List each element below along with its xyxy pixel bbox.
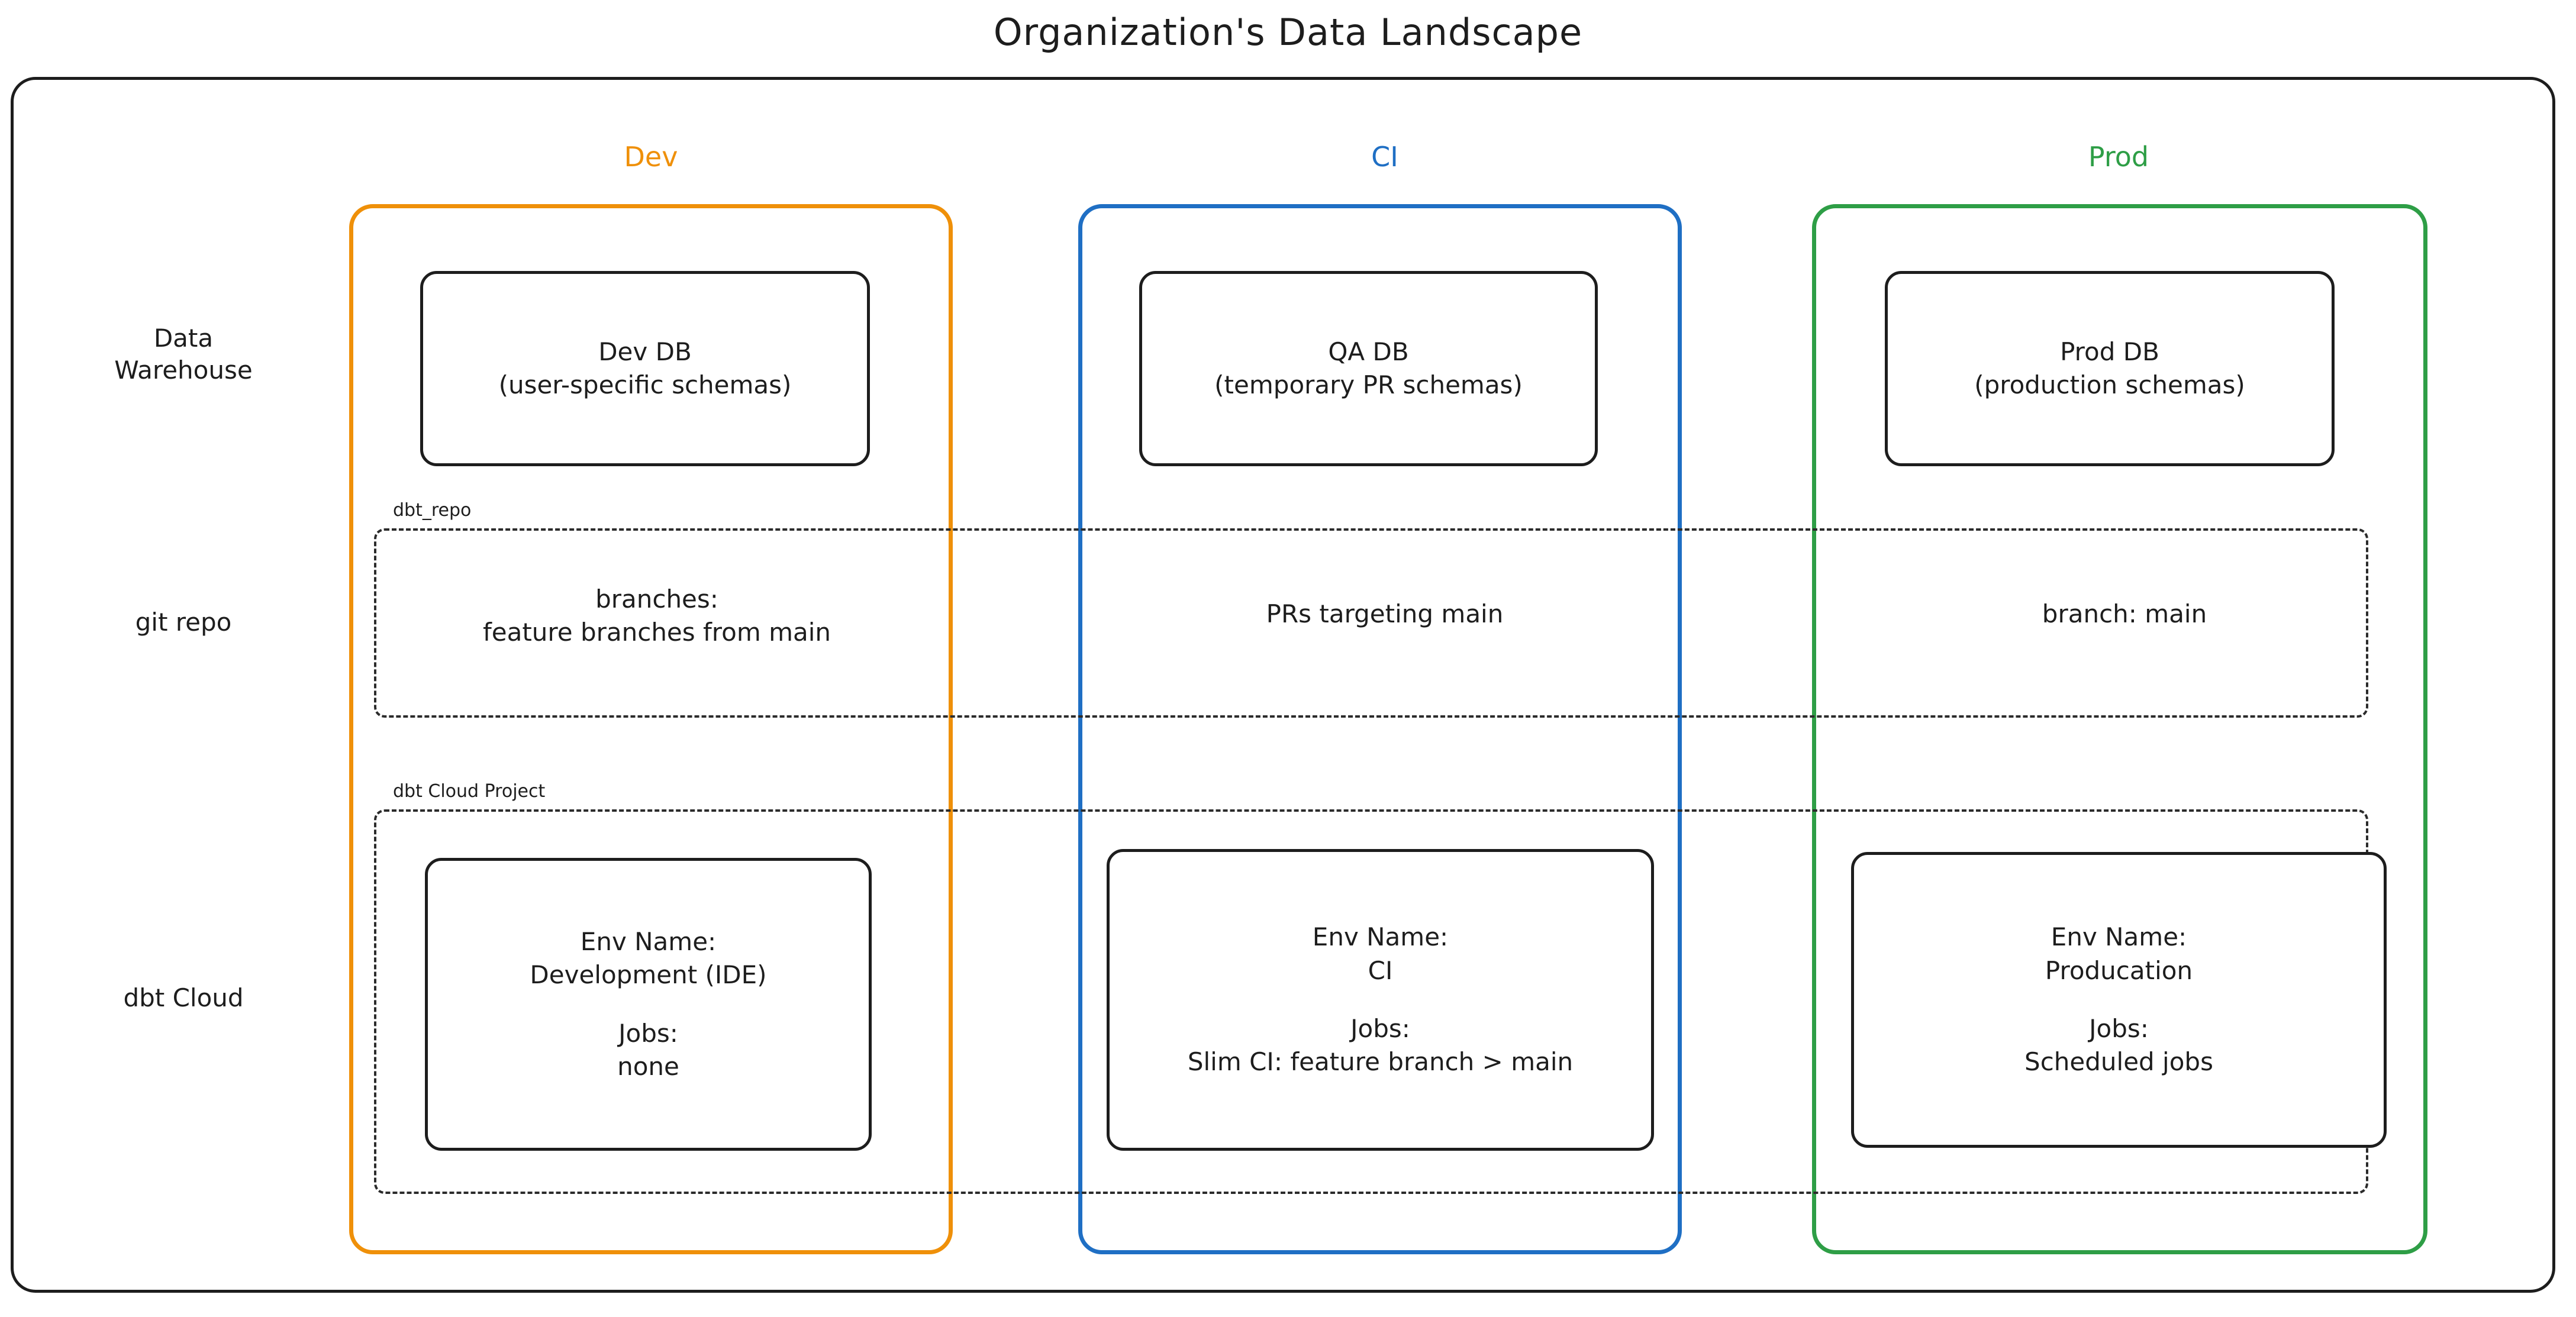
dbt-dev-jobs-value: none [617,1051,679,1081]
group-dbt-repo [374,528,2368,718]
group-label-dbt-cloud-project: dbt Cloud Project [393,781,546,802]
dbt-dev-env-name-label: Env Name: [580,927,717,956]
row-label-dbt-cloud: dbt Cloud [123,983,244,1012]
node-prod-db[interactable]: Prod DB (production schemas) [1885,271,2335,466]
dbt-prod-jobs-label: Jobs: [2089,1014,2149,1043]
dbt-prod-env-name-label: Env Name: [2051,922,2187,952]
dbt-dev-env-name-value: Development (IDE) [530,960,767,990]
environment-container-dev [349,204,953,1254]
dbt-dev-jobs-label: Jobs: [618,1018,678,1048]
node-dbt-cloud-ci[interactable]: Env Name: CI Jobs: Slim CI: feature bran… [1107,849,1654,1151]
dbt-prod-env-name-value: Producation [2045,956,2193,985]
git-repo-ci-text: PRs targeting main [1266,599,1504,628]
git-repo-prod-text: branch: main [2042,599,2207,628]
node-dev-db[interactable]: Dev DB (user-specific schemas) [420,271,870,466]
column-header-prod: Prod [2088,141,2149,173]
environment-container-prod [1812,204,2427,1254]
environment-container-ci [1078,204,1682,1254]
node-qa-db[interactable]: QA DB (temporary PR schemas) [1139,271,1598,466]
node-dbt-cloud-prod[interactable]: Env Name: Producation Jobs: Scheduled jo… [1851,852,2387,1148]
node-dbt-cloud-dev[interactable]: Env Name: Development (IDE) Jobs: none [425,858,872,1151]
row-label-data-warehouse: Data Warehouse [114,324,253,385]
column-header-ci: CI [1371,141,1398,173]
landscape-frame [11,77,2555,1293]
dbt-ci-env-name-value: CI [1368,956,1393,985]
row-label-git-repo: git repo [135,608,232,637]
group-label-dbt-repo: dbt_repo [393,500,472,521]
dbt-ci-env-name-label: Env Name: [1312,922,1449,952]
column-header-dev: Dev [624,141,678,173]
dbt-ci-jobs-label: Jobs: [1350,1014,1410,1043]
git-repo-dev-text: branches: feature branches from main [482,585,831,647]
dbt-prod-jobs-value: Scheduled jobs [2024,1047,2213,1077]
page-title: Organization's Data Landscape [993,11,1583,54]
dbt-ci-jobs-value: Slim CI: feature branch > main [1187,1047,1574,1077]
